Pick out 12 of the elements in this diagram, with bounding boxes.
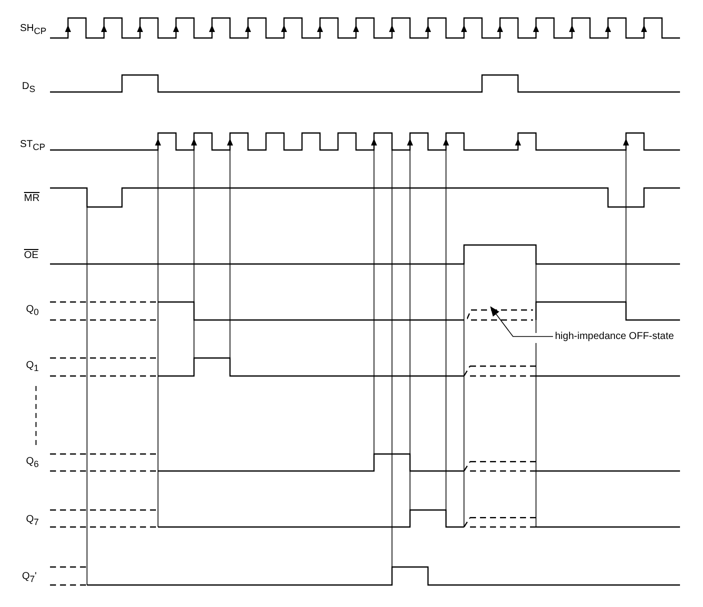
signal-name: Q$_{1}$ xyxy=(26,360,39,373)
signal-name: D$_{S}$ xyxy=(22,81,36,94)
signal-name: OE xyxy=(24,250,38,261)
annotation-label: high-impedance OFF-state xyxy=(555,331,674,342)
signal-name: SH$_{CP}$ xyxy=(20,23,46,36)
leader-line xyxy=(490,306,554,337)
signal-name: Q$_{0}$ xyxy=(26,304,39,317)
signal-name: Q$_{7}$ xyxy=(26,514,39,527)
signal-name: Q$_{6}$ xyxy=(26,456,39,469)
signal-name: ST$_{CP}$ xyxy=(20,139,46,152)
signal-name: Q$_{7}$' xyxy=(22,571,37,584)
signal-name: MR xyxy=(24,193,40,204)
